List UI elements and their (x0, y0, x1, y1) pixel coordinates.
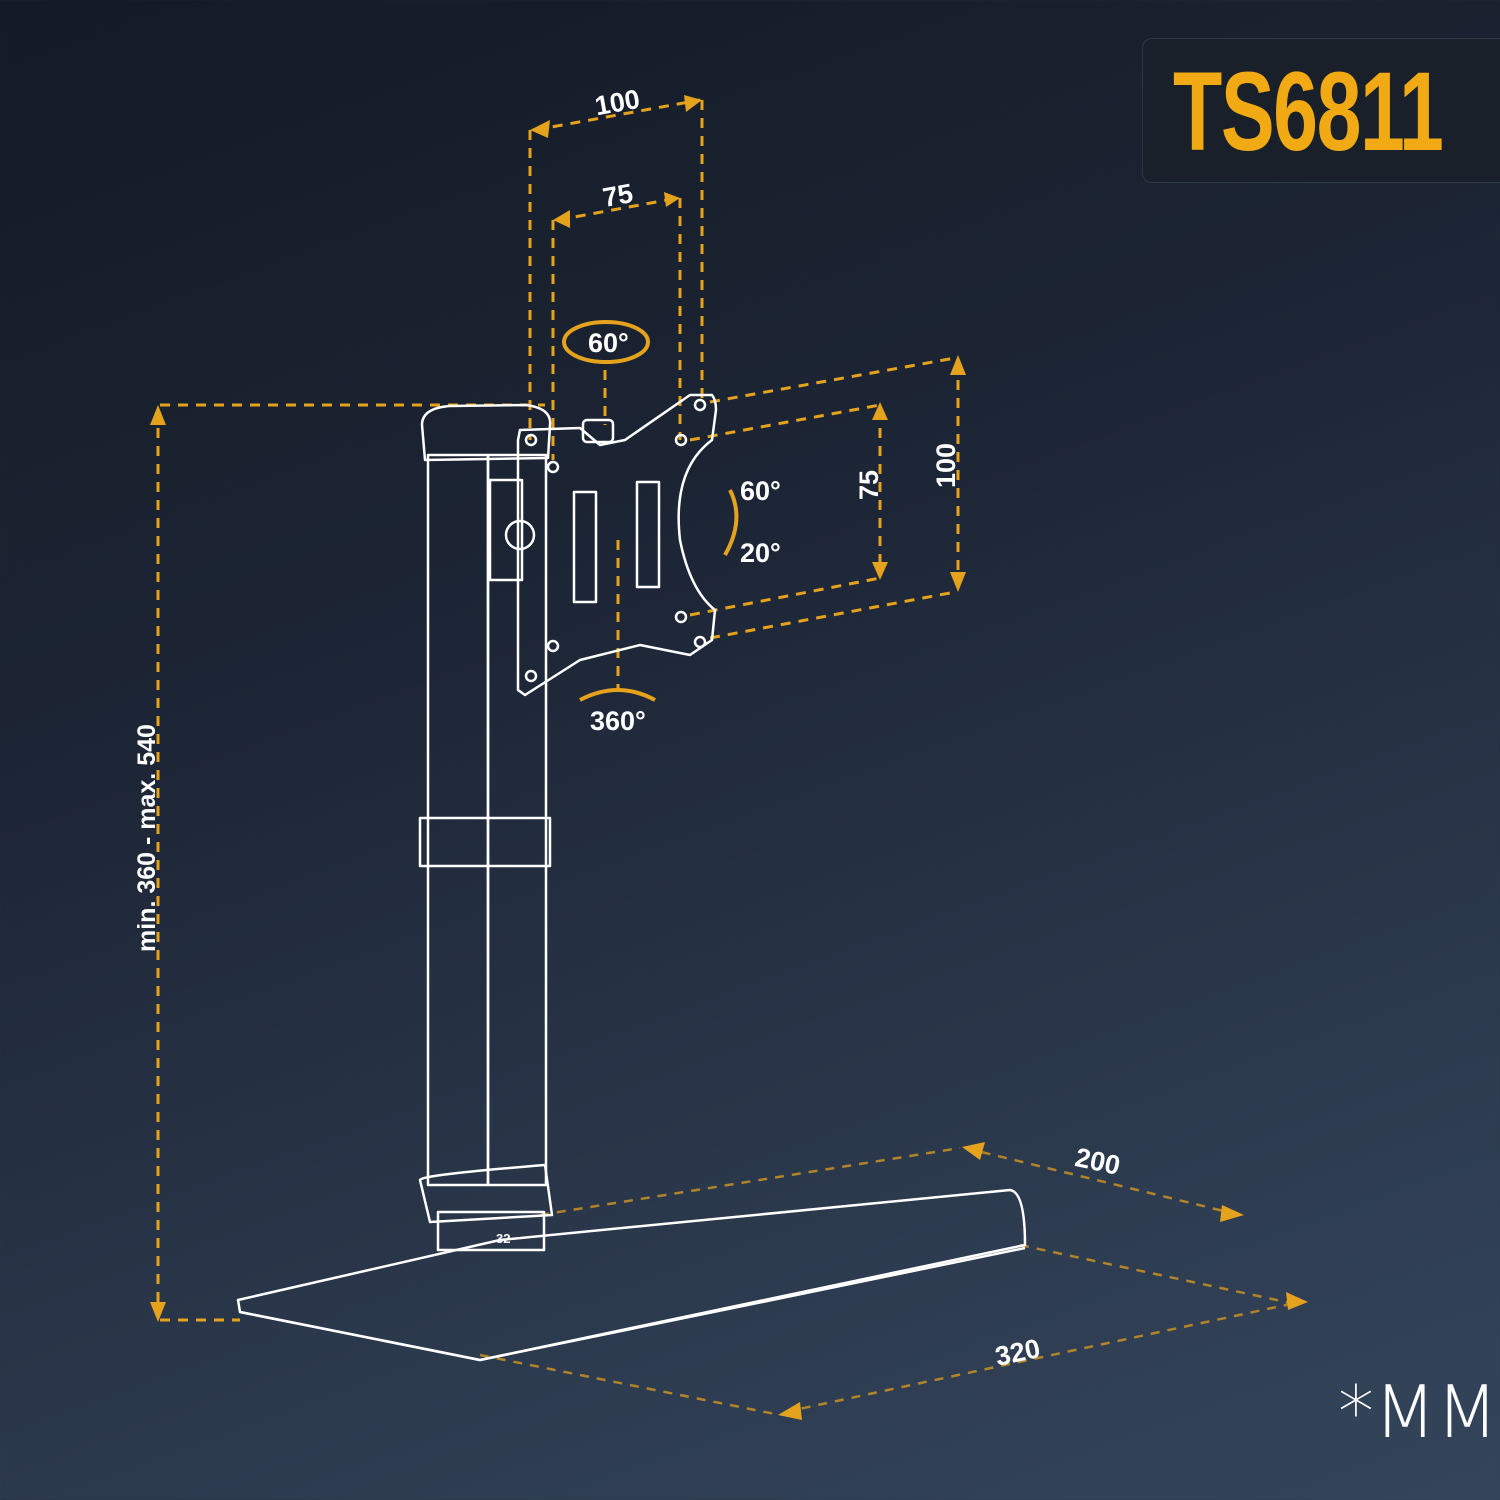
vesa-height-outer-label: 100 (931, 443, 961, 488)
tilt-down-label: 20° (740, 538, 781, 568)
rotation-label: 360° (590, 706, 646, 736)
dimension-labels: 100 75 60° 60° 20° 360° 75 100 min. 360 … (133, 84, 1123, 1372)
vesa-width-outer-label: 100 (593, 84, 643, 121)
stand-drawing (236, 393, 1027, 1362)
rotation-arrows (562, 320, 739, 702)
vesa-width-inner-label: 75 (600, 178, 635, 213)
pole-diameter-label: 32 (496, 1231, 510, 1246)
vesa-height-inner-label: 75 (854, 470, 884, 500)
model-badge: TS6811 (1142, 38, 1500, 183)
base-depth-label: 200 (1073, 1142, 1123, 1181)
height-range-label: min. 360 - max. 540 (133, 724, 161, 952)
arrow-heads (150, 95, 1308, 1420)
model-number: TS6811 (1173, 49, 1444, 174)
swivel-angle-label: 60° (588, 328, 629, 358)
dimension-lines (156, 98, 1301, 1417)
unit-label: *MM (1338, 1370, 1499, 1454)
base-width-label: 320 (993, 1333, 1043, 1372)
tilt-up-label: 60° (740, 476, 781, 506)
